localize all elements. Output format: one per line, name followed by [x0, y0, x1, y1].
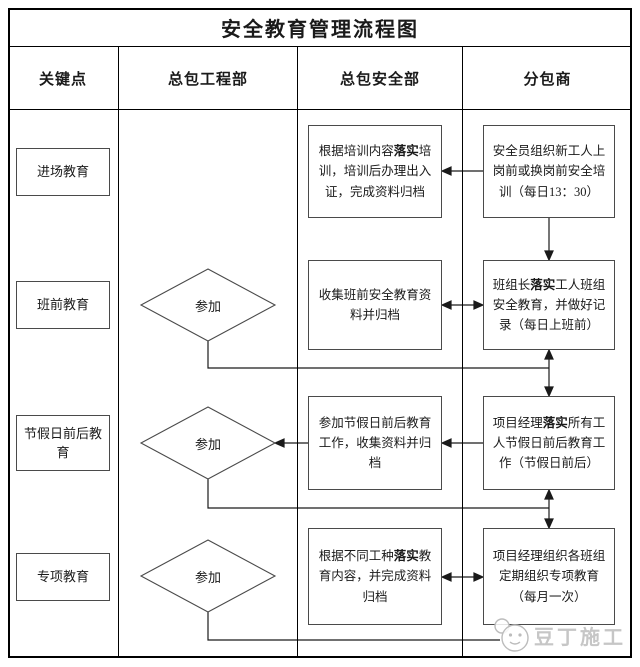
- flow-box-row1-safety-dept: 根据培训内容落实培训，培训后办理出入证，完成资料归档: [308, 125, 442, 218]
- header-cell-keypoint: 关键点: [38, 71, 87, 88]
- page-title: 安全教育管理流程图: [8, 8, 632, 47]
- flow-box-row4-subcontractor: 项目经理组织各班组定期组织专项教育（每月一次）: [483, 528, 615, 625]
- keypoint-box-special-education: 专项教育: [16, 553, 110, 601]
- header-row: 关键点 总包工程部 总包安全部 分包商: [8, 47, 632, 110]
- header-cell-subcontractor: 分包商: [462, 47, 632, 109]
- keypoint-box-preshift-education: 班前教育: [16, 281, 110, 329]
- header-cell-general-engineering: 总包工程部: [118, 47, 297, 109]
- column-divider-3: [462, 110, 463, 658]
- flow-box-row3-safety-dept: 参加节假日前后教育工作，收集资料并归档: [308, 396, 442, 490]
- bean-face-icon: [494, 618, 529, 652]
- column-divider-2: [297, 110, 298, 658]
- keypoint-box-holiday-education: 节假日前后教育: [16, 415, 110, 471]
- column-divider-1: [118, 110, 119, 658]
- flow-box-row1-subcontractor: 安全员组织新工人上岗前或换岗前安全培训（每日13：30）: [483, 125, 615, 218]
- flow-box-row2-subcontractor: 班组长落实工人班组安全教育，并做好记录（每日上班前）: [483, 260, 615, 350]
- table-frame: [8, 8, 632, 658]
- keypoint-box-entry-education: 进场教育: [16, 148, 110, 196]
- flow-box-row3-subcontractor: 项目经理落实所有工人节假日前后教育工作（节假日前后）: [483, 396, 615, 490]
- diamond-row3-label: 参加: [194, 436, 221, 452]
- watermark-logo: 豆丁施工: [490, 615, 630, 655]
- flow-box-row2-safety-dept: 收集班前安全教育资料并归档: [308, 260, 442, 350]
- flow-box-row4-safety-dept: 根据不同工种落实教育内容，并完成资料归档: [308, 528, 442, 625]
- diamond-row2-label: 参加: [194, 298, 221, 314]
- diamond-row4-label: 参加: [194, 569, 221, 585]
- header-cell-general-safety: 总包安全部: [297, 47, 462, 109]
- watermark-text: 豆丁施工: [534, 626, 626, 649]
